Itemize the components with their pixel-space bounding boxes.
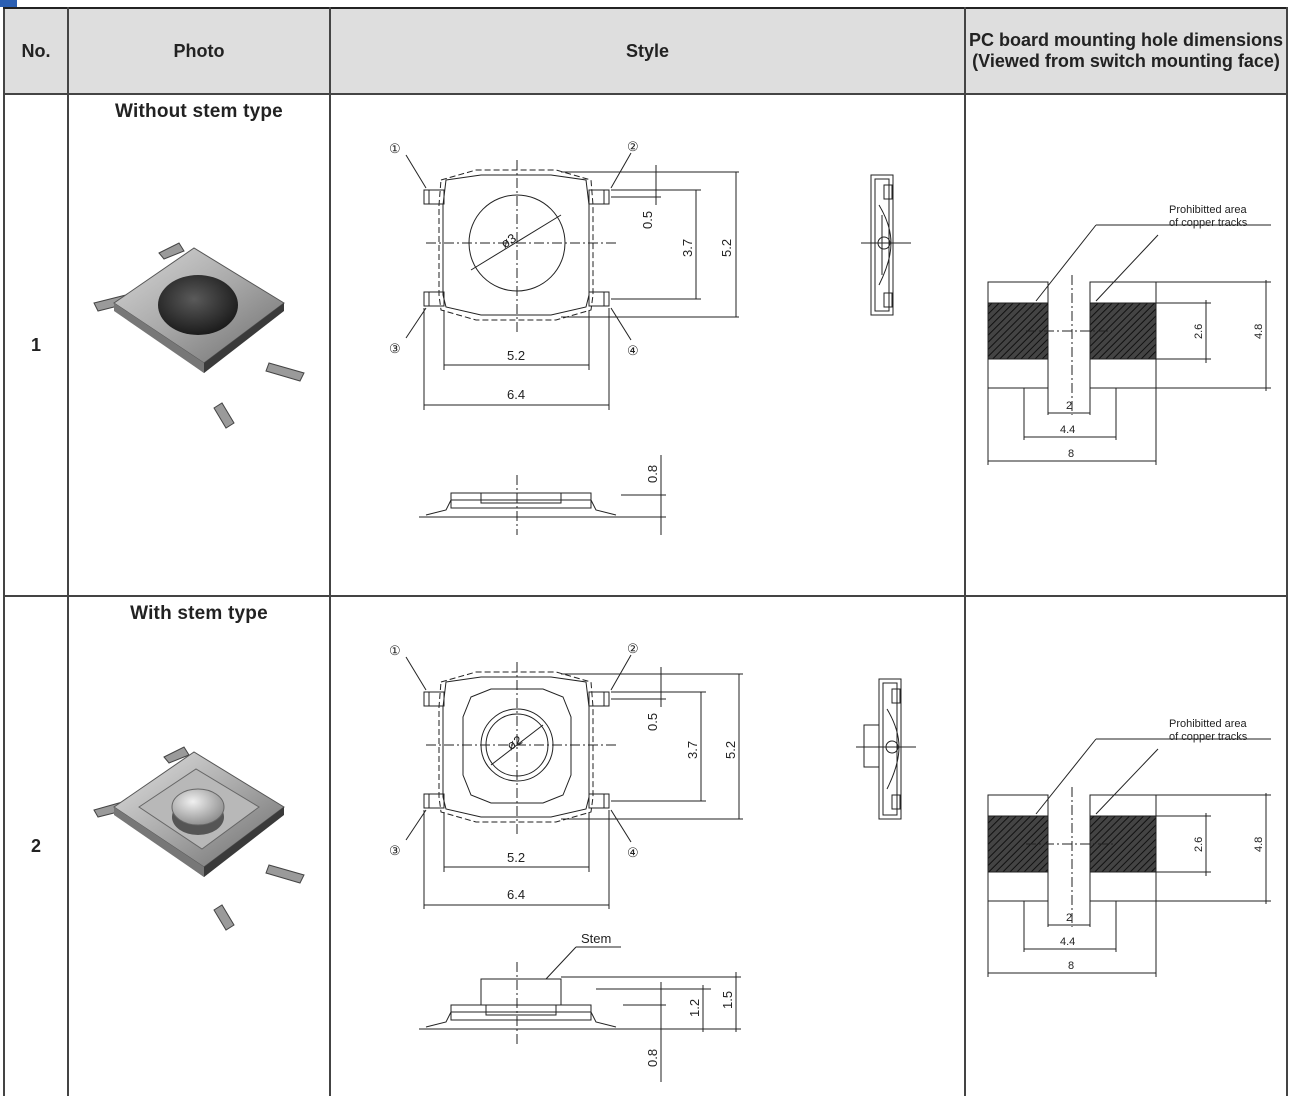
dimension-drawing: ø3 0.5 3.7 5.2 5.2 6.4 0.8 ① ② ③ ④ [389, 139, 911, 535]
table-header-row: No. Photo Style PC board mounting hole d… [3, 7, 1288, 95]
stem-label: Stem [581, 931, 611, 946]
terminal-3-label: ③ [389, 341, 401, 356]
terminal-1-label: ① [389, 643, 401, 658]
style-drawing-cell: ø3 0.5 3.7 5.2 5.2 6.4 0.8 ① ② ③ ④ [329, 93, 966, 597]
photo-label: With stem type [130, 603, 268, 624]
switch-spec-table: No. Photo Style PC board mounting hole d… [3, 7, 1288, 1096]
dim-1-2: 1.2 [687, 999, 702, 1017]
dimension-drawing: ø2 0.5 3.7 5.2 5.2 6.4 Stem 1.2 1.5 0.8 … [389, 641, 916, 1082]
dim-diameter: ø3 [498, 230, 519, 251]
dim-6-4: 6.4 [507, 387, 525, 402]
pcb-hole-drawing: Prohibitted area of copper tracks 2.6 4.… [987, 718, 1271, 977]
terminal-1-label: ① [389, 141, 401, 156]
photo-cell: Without stem type [67, 93, 331, 597]
terminal-4-label: ④ [627, 343, 639, 358]
switch-photo [69, 625, 329, 1045]
header-pcb: PC board mounting hole dimensions (Viewe… [964, 7, 1288, 95]
pcb-dim-2: 2 [1066, 912, 1072, 924]
header-pcb-line2: (Viewed from switch mounting face) [972, 51, 1280, 71]
table-row: 2 With stem type [3, 595, 1288, 1096]
pcb-dim-4-4: 4.4 [1060, 424, 1075, 436]
pcb-hole-cell: Prohibitted area of copper tracks 2.6 4.… [964, 595, 1288, 1096]
photo-cell: With stem type [67, 595, 331, 1096]
header-no: No. [3, 7, 69, 95]
dim-diameter: ø2 [504, 732, 525, 753]
dim-0-8: 0.8 [645, 1049, 660, 1067]
terminal-4-label: ④ [627, 845, 639, 860]
header-pcb-line1: PC board mounting hole dimensions [968, 30, 1283, 50]
dim-0-5: 0.5 [640, 211, 655, 229]
section-marker [0, 0, 17, 7]
dim-3-7: 3.7 [685, 741, 700, 759]
pcb-dim-2: 2 [1066, 400, 1072, 412]
pcb-hole-cell: Prohibitted area of copper tracks 2.6 4.… [964, 93, 1288, 597]
photo-label: Without stem type [115, 101, 283, 122]
header-style: Style [329, 7, 966, 95]
dim-0-8: 0.8 [645, 465, 660, 483]
terminal-3-label: ③ [389, 843, 401, 858]
dim-3-7: 3.7 [680, 239, 695, 257]
dim-5-2-vertical: 5.2 [719, 239, 734, 257]
style-drawing-cell: ø2 0.5 3.7 5.2 5.2 6.4 Stem 1.2 1.5 0.8 … [329, 595, 966, 1096]
pcb-note-line1: Prohibitted area [1169, 204, 1248, 216]
row-number: 1 [3, 93, 69, 597]
header-photo: Photo [67, 7, 331, 95]
pcb-dim-4-4: 4.4 [1060, 936, 1075, 948]
dim-6-4: 6.4 [507, 887, 525, 902]
pcb-note-line2: of copper tracks [1169, 731, 1248, 743]
switch-without-stem-image [93, 242, 305, 429]
pcb-dim-2-6: 2.6 [1193, 324, 1205, 339]
dim-5-2-horizontal: 5.2 [507, 850, 525, 865]
pcb-dim-4-8: 4.8 [1253, 324, 1265, 339]
pcb-dim-4-8: 4.8 [1253, 837, 1265, 852]
row-number: 2 [3, 595, 69, 1096]
dim-1-5: 1.5 [720, 991, 735, 1009]
dim-5-2-horizontal: 5.2 [507, 348, 525, 363]
pcb-dim-2-6: 2.6 [1193, 837, 1205, 852]
table-row: 1 Without stem type [3, 93, 1288, 597]
terminal-2-label: ② [627, 641, 639, 656]
terminal-2-label: ② [627, 139, 639, 154]
pcb-dim-8: 8 [1068, 960, 1074, 972]
pcb-note-line2: of copper tracks [1169, 217, 1248, 229]
dim-5-2-vertical: 5.2 [723, 741, 738, 759]
switch-with-stem-image [93, 746, 305, 931]
spec-sheet: No. Photo Style PC board mounting hole d… [3, 7, 1288, 1106]
pcb-hole-drawing: Prohibitted area of copper tracks 2.6 4.… [987, 204, 1271, 465]
dim-0-5: 0.5 [645, 713, 660, 731]
pcb-dim-8: 8 [1068, 448, 1074, 460]
switch-photo [69, 123, 329, 543]
pcb-note-line1: Prohibitted area [1169, 718, 1248, 730]
